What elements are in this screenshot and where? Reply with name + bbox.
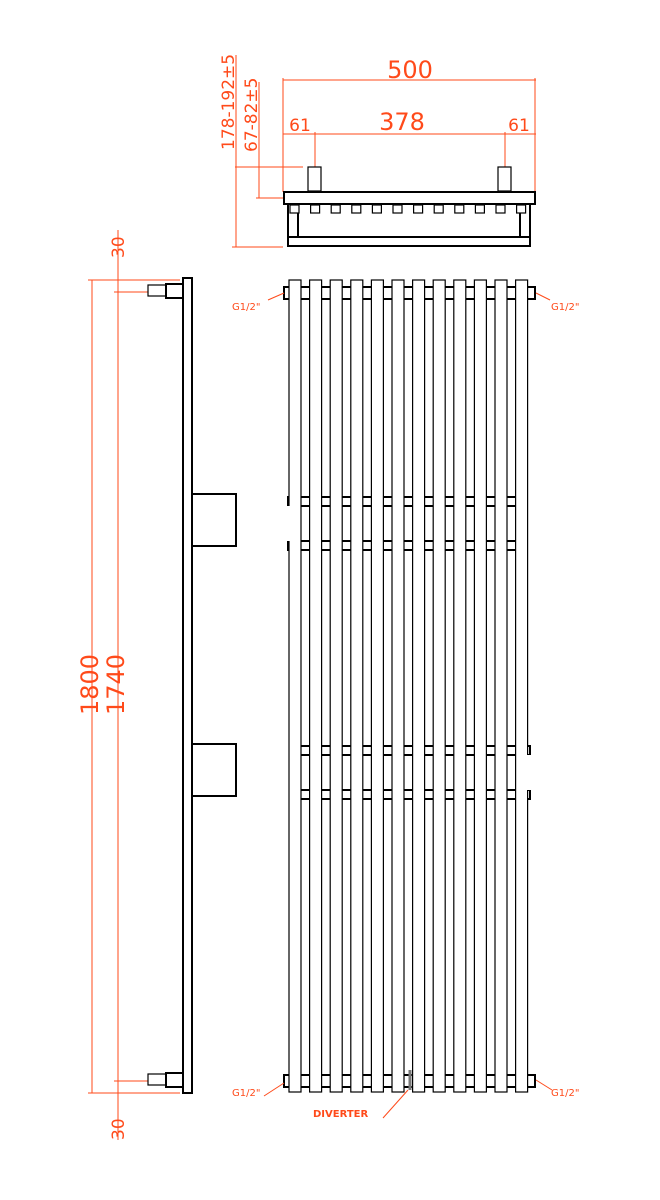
dimension-500: 500 [387,56,433,84]
side-view: 1800 1740 30 30 [76,230,237,1140]
valve-left [307,166,322,192]
tube-stub [515,204,527,214]
dimension-61-left: 61 [289,116,311,136]
tube [412,279,426,1093]
tube-stub [371,204,382,214]
tube [350,279,364,1093]
u-bend-opening [284,506,294,541]
dimension-61-right: 61 [508,116,530,136]
dimension-378: 378 [379,108,425,136]
tube [432,279,446,1093]
tube-stub [454,204,465,214]
label-diverter: DIVERTER [313,1109,368,1120]
tube [391,279,405,1093]
dimension-67-82: 67-82±5 [242,78,262,152]
side-valve-top [147,284,167,297]
wall-bracket-upper [191,493,237,547]
wall-bracket-lower [191,743,237,797]
label-g12-bottom-left: G1/2" [232,1088,260,1099]
dimension-30-bottom: 30 [109,1118,129,1140]
dimension-1800: 1800 [76,654,104,715]
front-view: G1/2" G1/2" G1/2" G1/2" DIVERTER [232,279,579,1120]
dimension-1740: 1740 [102,654,130,715]
tube [473,279,487,1093]
tube-stub [289,204,300,214]
tube [329,279,343,1093]
tube [514,279,529,1093]
tube [370,279,384,1093]
side-valve-bottom [147,1073,167,1086]
label-g12-bottom-right: G1/2" [551,1088,579,1099]
tube [494,279,508,1093]
tube-stub [433,204,444,214]
tube-stub [330,204,341,214]
valve-right [497,166,512,192]
dimension-178-192: 178-192±5 [219,54,239,150]
tube [309,279,323,1093]
tube-stub [351,204,362,214]
u-bend-opening [524,755,534,790]
tube [453,279,467,1093]
top-view: 500 378 61 61 178-192±5 67-82±5 [219,54,536,248]
side-frame [182,277,193,1094]
label-g12-top-right: G1/2" [551,302,579,313]
tube-stub [474,204,485,214]
tube-stub [392,204,403,214]
top-collector [283,191,536,205]
tube-stub [495,204,506,214]
label-g12-top-left: G1/2" [232,302,260,313]
dimension-30-top: 30 [109,236,129,258]
tube-stub [310,204,321,214]
tube [288,279,302,1093]
tube-stubs [289,204,527,214]
tube-stub [413,204,424,214]
vertical-tubes [284,279,534,1093]
